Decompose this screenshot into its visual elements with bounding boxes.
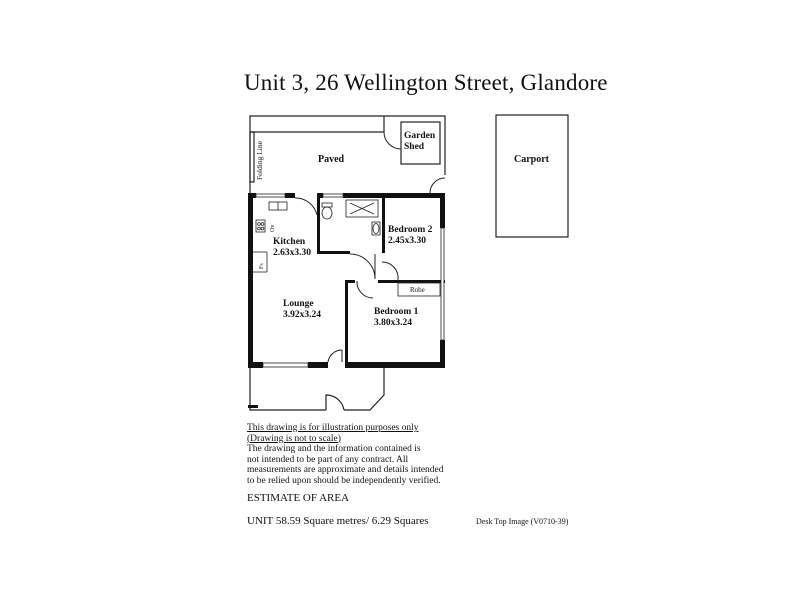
robe — [397, 282, 441, 297]
label-bedroom-2: Bedroom 2 — [388, 225, 433, 235]
exterior-walls — [248, 193, 445, 368]
carport — [495, 114, 569, 238]
label-lounge-dims: 3.92x3.24 — [283, 310, 321, 320]
kitchen-fixtures — [253, 201, 288, 273]
label-fridge-space: Fs — [259, 263, 265, 269]
label-garden-shed-1: Garden — [404, 131, 436, 141]
disclaimer-notes: This drawing is for illustration purpose… — [247, 423, 487, 486]
note-illustration: This drawing is for illustration purpose… — [247, 423, 419, 433]
label-oven: Ov — [270, 225, 276, 232]
note-para-4: to be relied upon should be independentl… — [247, 475, 441, 486]
stove-icon — [255, 219, 266, 233]
note-para-3: measurements are approximate and details… — [247, 465, 444, 475]
label-folding-line: Folding Line — [255, 140, 264, 180]
courtyard-outline — [249, 115, 446, 194]
estimate-heading: ESTIMATE OF AREA — [247, 492, 350, 504]
page-title: Unit 3, 26 Wellington Street, Glandore — [244, 70, 608, 95]
label-lounge: Lounge — [283, 299, 314, 309]
estimate-unit-area: UNIT 58.59 Square metres/ 6.29 Squares — [247, 515, 429, 527]
label-bedroom-2-dims: 2.45x3.30 — [388, 236, 426, 246]
porch-outline — [249, 368, 385, 411]
label-kitchen: Kitchen — [273, 237, 306, 247]
label-bedroom-1: Bedroom 1 — [374, 307, 419, 317]
basin-icon — [371, 221, 381, 236]
toilet-icon — [321, 206, 333, 220]
note-para-2: not intended to be part of any contract.… — [247, 454, 409, 465]
note-not-to-scale: (Drawing is not to scale) — [247, 433, 341, 444]
label-carport: Carport — [514, 154, 550, 165]
gate-swing — [429, 177, 446, 194]
door-swings — [294, 197, 399, 363]
label-kitchen-dims: 2.63x3.30 — [273, 248, 311, 258]
bathroom-fixtures — [321, 199, 381, 236]
label-robe: Robe — [410, 286, 425, 294]
garden-shed — [400, 121, 441, 165]
label-garden-shed-2: Shed — [404, 142, 425, 152]
windows — [255, 193, 445, 368]
bath-icon — [345, 199, 379, 218]
desk-top-image-ref: Desk Top Image (V0710-39) — [476, 517, 569, 526]
label-bedroom-1-dims: 3.80x3.24 — [374, 318, 412, 328]
note-para-1: The drawing and the information containe… — [247, 444, 421, 454]
toilet-cistern-icon — [321, 202, 333, 208]
label-paved: Paved — [318, 154, 345, 165]
shed-door-swing — [383, 131, 402, 150]
